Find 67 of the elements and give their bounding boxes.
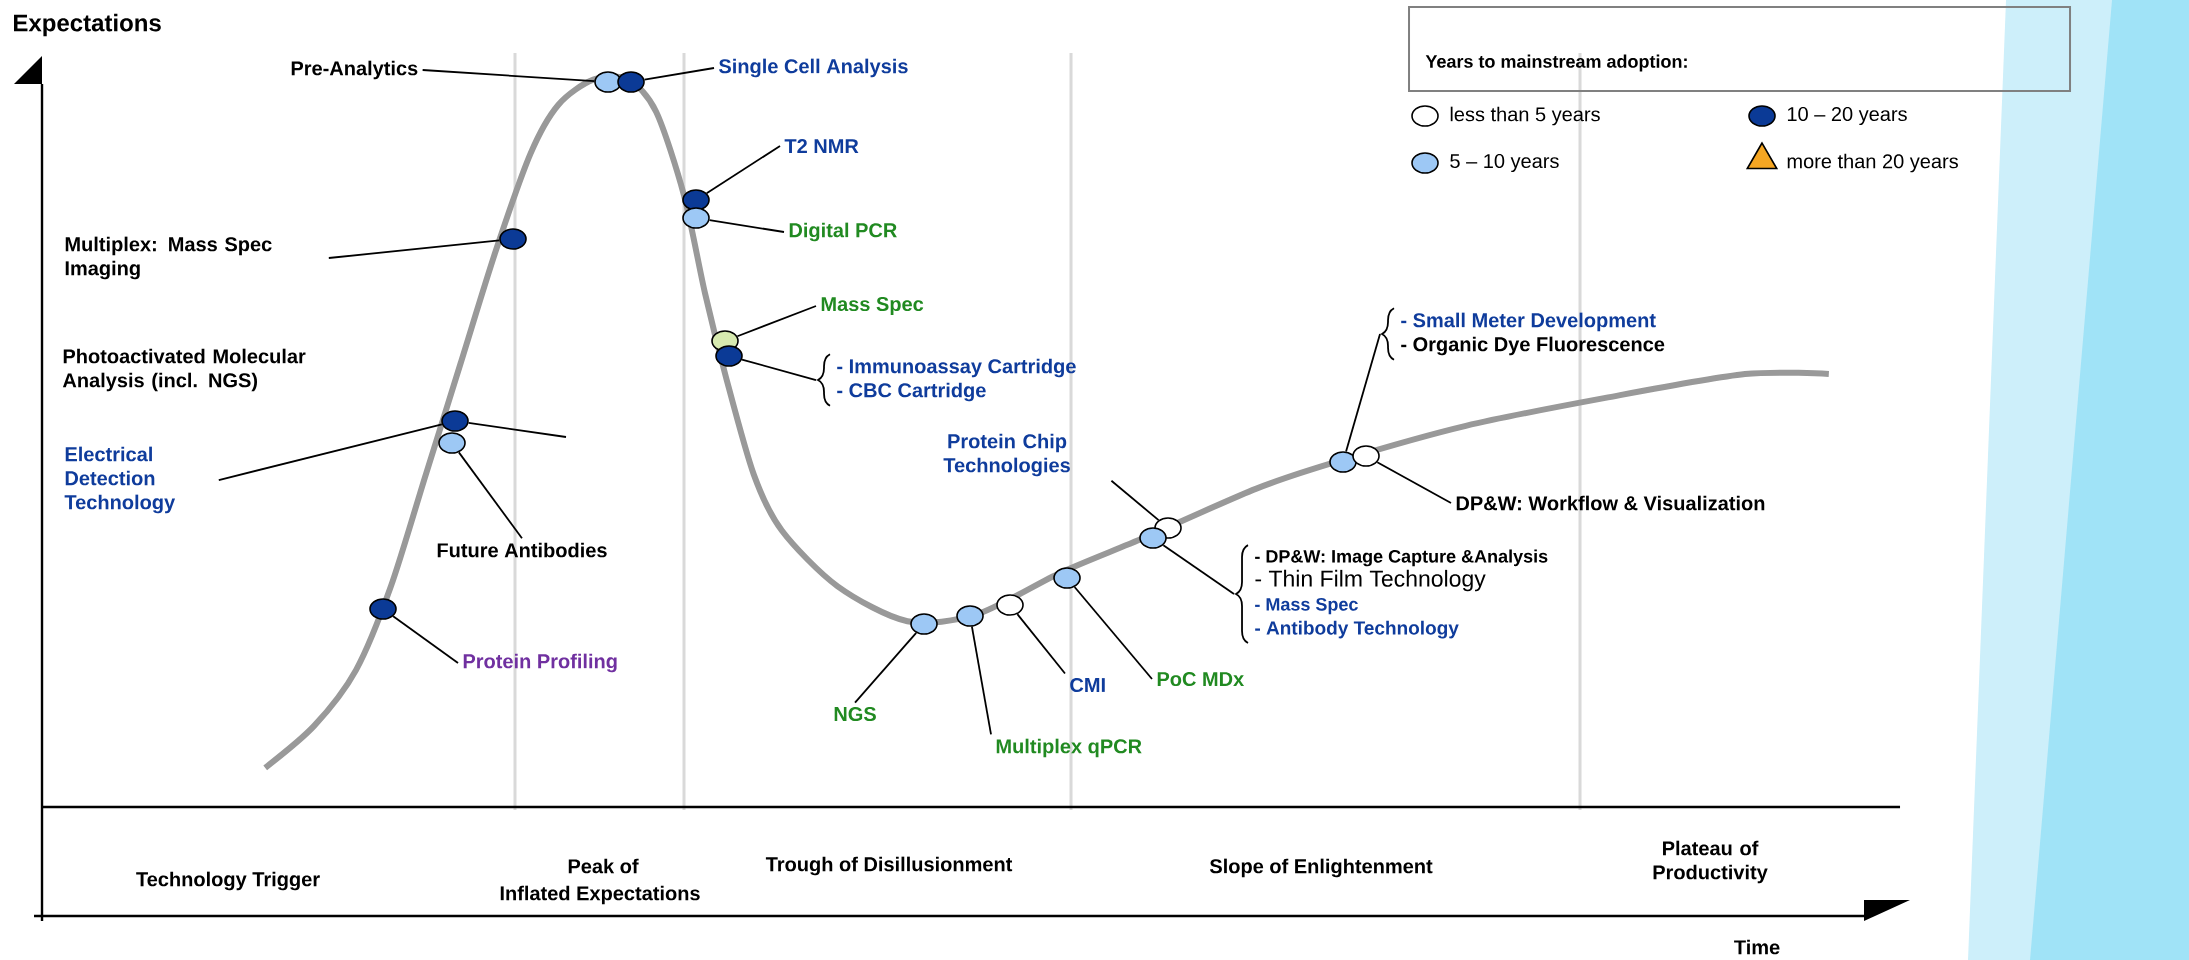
axis-label: Expectations — [14, 13, 161, 37]
leader-line — [467, 422, 567, 438]
leader-line — [705, 145, 781, 195]
technology-label: Photoactivated Molecular Analysis (incl. NGS) — [62, 348, 306, 392]
marker-dot — [910, 613, 938, 635]
marker-dot — [682, 189, 710, 211]
legend-label: 10 – 20 years — [1787, 106, 1907, 126]
marker-dot — [1139, 527, 1167, 549]
technology-label: Future Antibodies — [437, 542, 607, 558]
phase-label: Technology Trigger — [136, 871, 320, 891]
leader-line — [971, 625, 992, 736]
leader-line — [854, 632, 918, 704]
leader-line — [421, 69, 596, 82]
technology-label: NGS — [834, 706, 876, 722]
legend-label: less than 5 years — [1450, 106, 1600, 126]
leader-line — [736, 305, 817, 338]
technology-label: Mass Spec — [821, 296, 924, 316]
leader-line — [392, 615, 459, 664]
technology-label: CMI — [1070, 677, 1105, 693]
technology-label: Protein Profiling — [463, 653, 617, 673]
marker-dot — [441, 410, 469, 432]
braced-list: - Small Meter Development - Organic Dye Fluorescence — [1381, 307, 1665, 361]
leader-line — [708, 219, 785, 233]
leader-line — [1110, 479, 1160, 522]
leader-line — [1345, 333, 1381, 453]
phase-label: Inflated Expectations — [500, 885, 700, 905]
legend-label: 5 – 10 years — [1450, 153, 1559, 173]
leader-line — [643, 67, 715, 81]
marker-dot — [617, 71, 645, 93]
phase-label: Plateau of Productivity — [1653, 840, 1768, 884]
technology-label: PoC MDx — [1157, 671, 1245, 687]
marker-dot — [956, 605, 984, 627]
legend-title: Years to mainstream adoption: — [1425, 54, 1687, 72]
technology-label: Electrical Detection Technology — [64, 446, 176, 514]
marker-dot — [1329, 451, 1357, 473]
marker-dot — [682, 207, 710, 229]
marker-dot — [594, 71, 622, 93]
leader-line — [217, 423, 443, 481]
marker-dot — [369, 598, 397, 620]
marker-dot — [715, 345, 743, 367]
technology-label: Pre-Analytics — [291, 60, 418, 80]
technology-label: Digital PCR — [789, 222, 897, 242]
marker-dot — [1352, 445, 1380, 467]
marker-dot — [1053, 567, 1081, 589]
legend-label: more than 20 years — [1787, 153, 1958, 173]
technology-label: DP&W: Workflow & Visualization — [1456, 495, 1765, 511]
braced-list: - Immunoassay Cartridge - CBC Cartridge — [817, 353, 1076, 407]
leader-line — [458, 451, 523, 540]
technology-label: Multiplex qPCR — [996, 738, 1142, 758]
technology-label: Single Cell Analysis — [719, 58, 908, 78]
technology-label: T2 NMR — [784, 139, 859, 153]
phase-label: Peak of — [568, 858, 639, 874]
braced-list: - DP&W: Image Capture &Analysis - Thin Film Technology - Mass Spec - Antibody Technology — [1235, 544, 1548, 644]
leader-line — [741, 358, 817, 381]
leader-line — [1376, 461, 1452, 504]
axis-label: Time — [1734, 939, 1780, 955]
marker-dot — [499, 228, 527, 250]
marker-dot — [996, 594, 1024, 616]
leader-line — [1073, 586, 1153, 680]
phase-label: Trough of Disillusionment — [765, 856, 1013, 876]
leader-line — [327, 239, 501, 259]
phase-label: Slope of Enlightenment — [1209, 858, 1433, 878]
technology-label: Protein Chip Technologies — [943, 433, 1070, 477]
technology-label: Multiplex: Mass Spec Imaging — [65, 236, 272, 280]
leader-line — [1162, 544, 1235, 595]
leader-line — [1016, 613, 1066, 675]
marker-dot — [438, 432, 466, 454]
